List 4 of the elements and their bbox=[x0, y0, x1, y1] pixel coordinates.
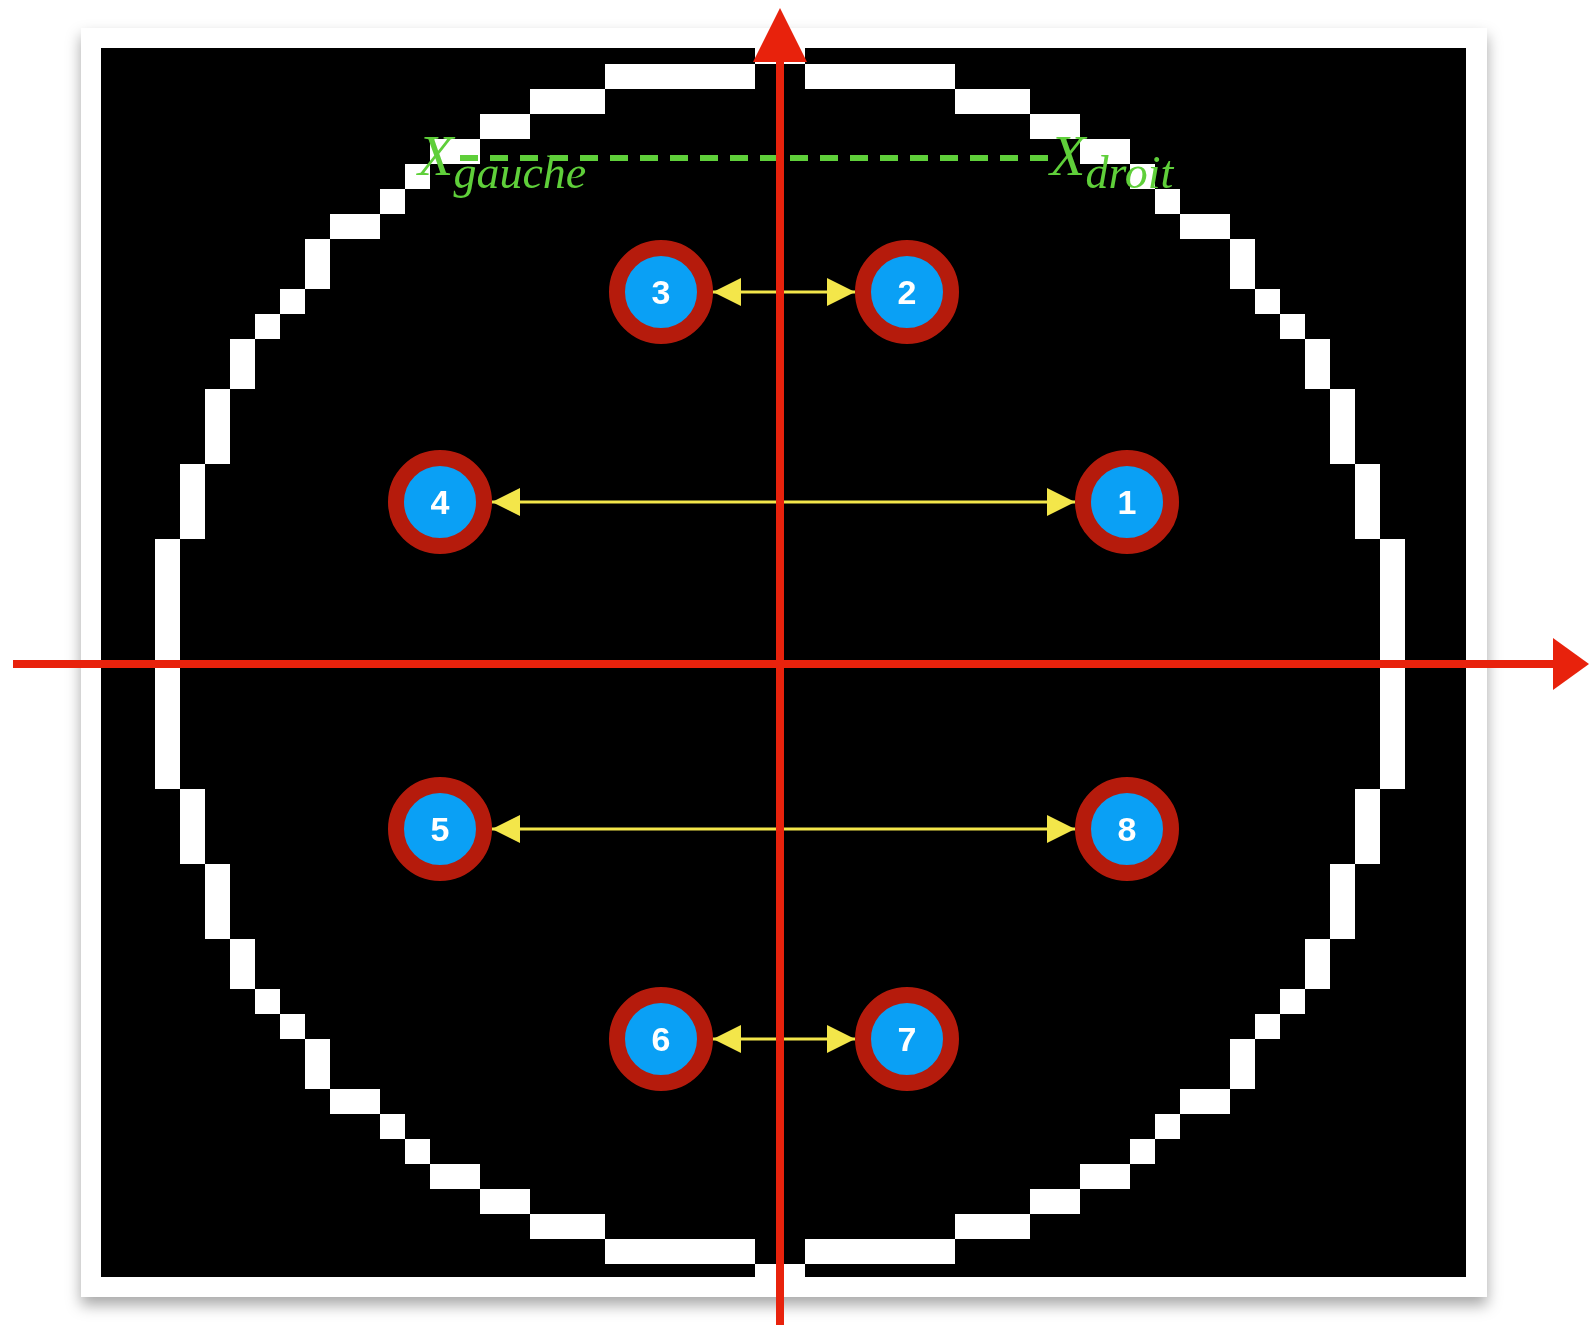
double-arrow bbox=[492, 815, 1075, 843]
double-arrow bbox=[713, 278, 855, 306]
double-arrow bbox=[713, 1025, 855, 1053]
double-arrow bbox=[492, 488, 1075, 516]
